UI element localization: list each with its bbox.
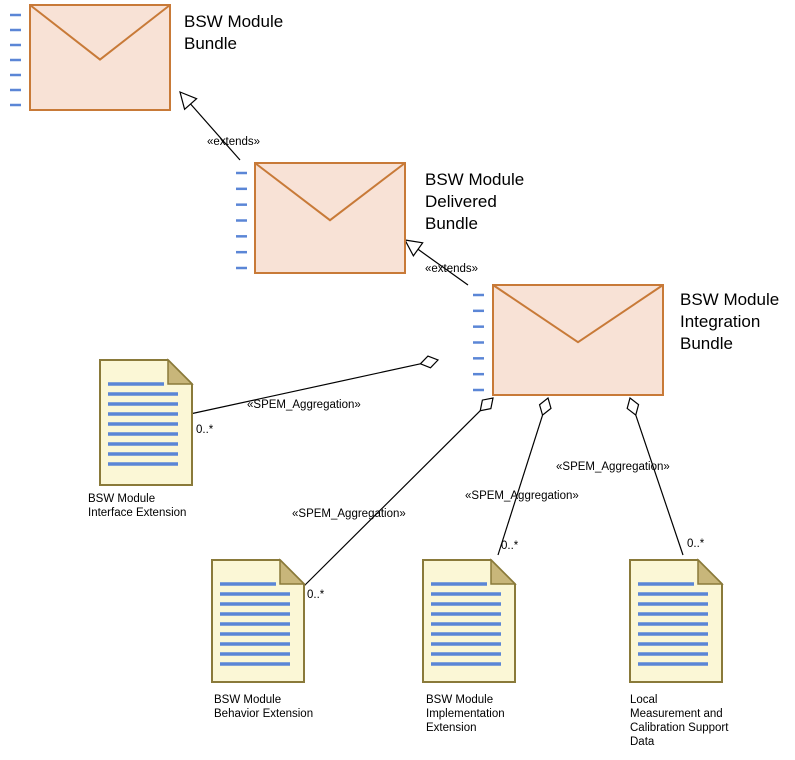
- relation-line: [189, 363, 421, 415]
- aggregation-diamond-icon: [419, 355, 440, 369]
- generalization-arrowhead-icon: [179, 90, 198, 111]
- relation-line: [417, 248, 469, 286]
- relation-aggregation[interactable]: [189, 355, 440, 415]
- envelope-icon: [29, 4, 171, 111]
- document-icon: [211, 558, 306, 683]
- generalization-arrowhead-icon: [403, 239, 424, 257]
- document-icon: [99, 358, 194, 486]
- bundle-ticks-icon: [10, 13, 21, 107]
- relation-extends[interactable]: [179, 90, 241, 161]
- relation-multiplicity: 0..*: [687, 538, 705, 550]
- bundle-ticks-icon: [473, 293, 484, 392]
- envelope-icon: [492, 284, 664, 396]
- relation-aggregation[interactable]: [497, 396, 552, 556]
- relation-stereotype: «SPEM_Aggregation»: [292, 508, 406, 520]
- relation-multiplicity: 0..*: [501, 540, 519, 552]
- bundle-label-line: BSW Module: [680, 290, 779, 309]
- bundle-label-line: Bundle: [184, 34, 237, 53]
- relation-line: [497, 414, 544, 556]
- document-label-line: Measurement and: [630, 708, 723, 720]
- relation-multiplicity: 0..*: [307, 589, 325, 601]
- relation-stereotype: «SPEM_Aggregation»: [465, 490, 579, 502]
- document-label-line: Interface Extension: [88, 507, 186, 519]
- document-label-line: Local: [630, 694, 658, 706]
- document-label-line: BSW Module: [214, 694, 281, 706]
- document-label-line: BSW Module: [426, 694, 493, 706]
- bundle-ticks-icon: [236, 171, 247, 270]
- document-icon: [422, 558, 517, 683]
- bundle-label-line: Bundle: [680, 334, 733, 353]
- document-label-line: Extension: [426, 722, 477, 734]
- relation-aggregation[interactable]: [301, 397, 494, 589]
- relation-stereotype: «SPEM_Aggregation»: [247, 399, 361, 411]
- bundle-label-line: Bundle: [425, 214, 478, 233]
- document-label-line: Implementation: [426, 708, 505, 720]
- relation-stereotype: «extends»: [425, 263, 478, 275]
- relation-line: [301, 410, 481, 589]
- relation-extends[interactable]: [403, 239, 469, 286]
- aggregation-diamond-icon: [479, 397, 494, 412]
- relation-line: [190, 103, 241, 161]
- document-label-line: Data: [630, 736, 655, 748]
- relation-stereotype: «SPEM_Aggregation»: [556, 461, 670, 473]
- envelope-icon: [254, 162, 406, 274]
- bundle-label-line: BSW Module: [425, 170, 524, 189]
- relation-stereotype: «extends»: [207, 136, 260, 148]
- document-icon: [629, 558, 724, 683]
- document-label-line: BSW Module: [88, 493, 155, 505]
- document-label-line: Behavior Extension: [214, 708, 313, 720]
- bundle-label-line: Integration: [680, 312, 760, 331]
- bundle-label-line: Delivered: [425, 192, 497, 211]
- document-label-line: Calibration Support: [630, 722, 729, 734]
- relation-multiplicity: 0..*: [196, 424, 214, 436]
- aggregation-diamond-icon: [626, 396, 640, 417]
- relation-labels-layer: «extends» «extends» «SPEM_Aggregation» 0..*…: [196, 136, 705, 601]
- relation-line: [635, 414, 684, 556]
- relation-aggregation[interactable]: [626, 396, 684, 556]
- relations-layer: [179, 90, 684, 589]
- aggregation-diamond-icon: [538, 396, 552, 417]
- bundle-label-line: BSW Module: [184, 12, 283, 31]
